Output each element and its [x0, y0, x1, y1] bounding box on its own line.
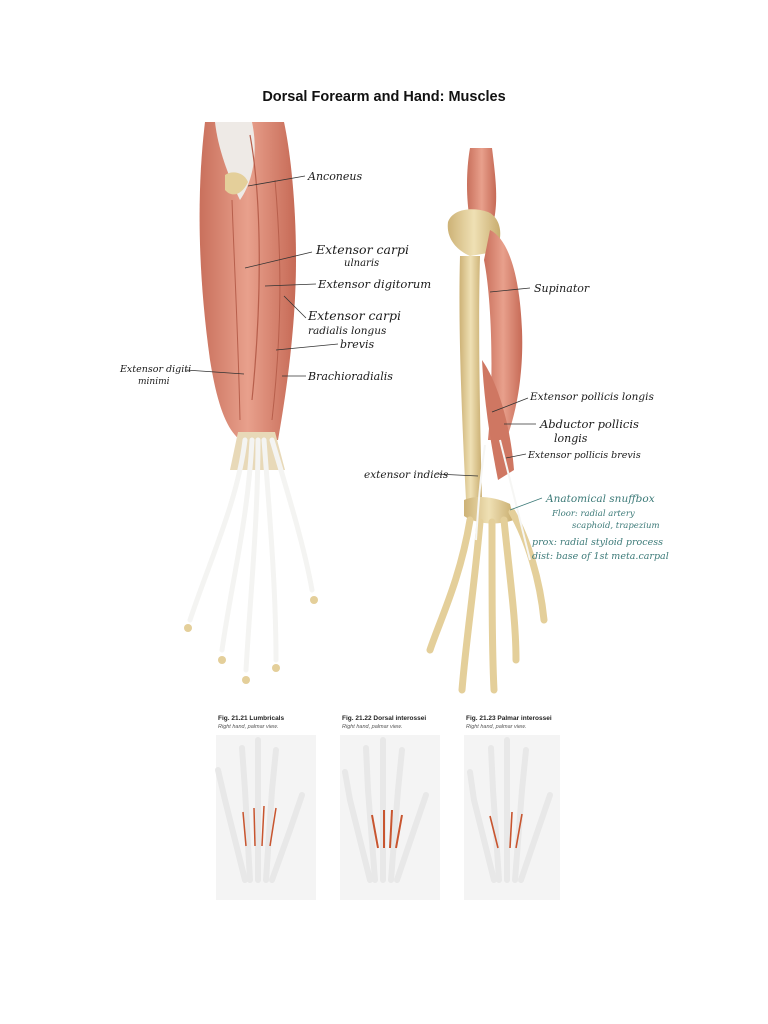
label-extensor-carpi-radialis-2: radialis longus — [308, 325, 387, 337]
deep-forearm-figure — [426, 148, 548, 694]
label-anconeus: Anconeus — [307, 170, 362, 183]
snuffbox-floor-2: scaphoid, trapezium — [572, 521, 660, 531]
page-title: Dorsal Forearm and Hand: Muscles — [262, 89, 506, 105]
label-extensor-carpi-ulnaris-2: ulnaris — [344, 258, 379, 269]
label-extensor-digiti-minimi-2: minimi — [138, 377, 170, 387]
figure-dorsal-interossei: Fig. 21.22 Dorsal interossei Right hand,… — [340, 715, 440, 900]
label-extensor-carpi-ulnaris-1: Extensor carpi — [315, 242, 409, 257]
label-extensor-pollicis-brevis: Extensor pollicis brevis — [527, 450, 641, 461]
figure-lumbricals: Fig. 21.21 Lumbricals Right hand, palmar… — [215, 715, 316, 900]
label-brachioradialis: Brachioradialis — [307, 370, 393, 383]
snuffbox-prox: prox: radial styloid process — [532, 537, 663, 548]
label-abductor-pollicis-2: longis — [554, 432, 588, 445]
label-extensor-digitorum: Extensor digitorum — [317, 277, 431, 291]
label-extensor-indicis: extensor indicis — [364, 469, 449, 481]
snuffbox-title: Anatomical snuffbox — [545, 493, 655, 505]
snuffbox-dist: dist: base of 1st meta.carpal — [532, 551, 669, 562]
fig-21-21-subtitle: Right hand, palmar view. — [218, 724, 278, 730]
label-extensor-carpi-radialis-brevis: brevis — [340, 338, 375, 351]
label-supinator: Supinator — [534, 282, 590, 295]
label-extensor-carpi-radialis-1: Extensor carpi — [307, 308, 401, 323]
superficial-forearm-figure — [184, 122, 339, 684]
label-abductor-pollicis-1: Abductor pollicis — [539, 417, 639, 431]
muscle-labels: Anconeus Extensor carpi ulnaris Extensor… — [119, 170, 654, 481]
label-extensor-digiti-minimi-1: Extensor digiti — [119, 364, 191, 375]
fig-21-23-title: Fig. 21.23 Palmar interossei — [466, 715, 552, 722]
fig-21-22-subtitle: Right hand, palmar view. — [342, 724, 402, 730]
figure-palmar-interossei: Fig. 21.23 Palmar interossei Right hand,… — [464, 715, 560, 900]
fig-21-21-title: Fig. 21.21 Lumbricals — [218, 715, 284, 722]
snuffbox-note: Anatomical snuffbox Floor: radial artery… — [532, 493, 669, 562]
snuffbox-floor-1: Floor: radial artery — [551, 509, 635, 519]
fig-21-23-subtitle: Right hand, palmar view. — [466, 724, 526, 730]
label-extensor-pollicis-longis: Extensor pollicis longis — [529, 391, 654, 403]
fig-21-22-title: Fig. 21.22 Dorsal interossei — [342, 715, 426, 722]
